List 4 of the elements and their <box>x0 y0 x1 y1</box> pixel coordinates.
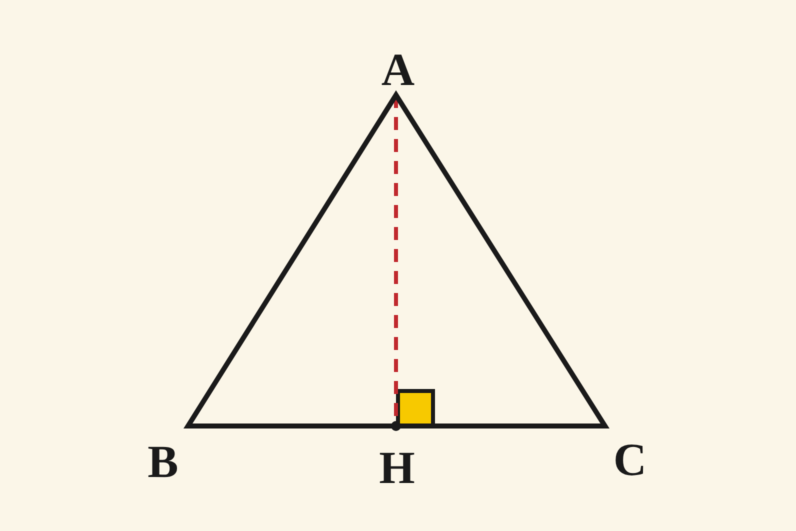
vertex-label: B <box>148 439 178 485</box>
vertex-label: H <box>379 445 415 491</box>
vertex-label: C <box>613 437 647 483</box>
vertex-label: A <box>381 47 415 93</box>
